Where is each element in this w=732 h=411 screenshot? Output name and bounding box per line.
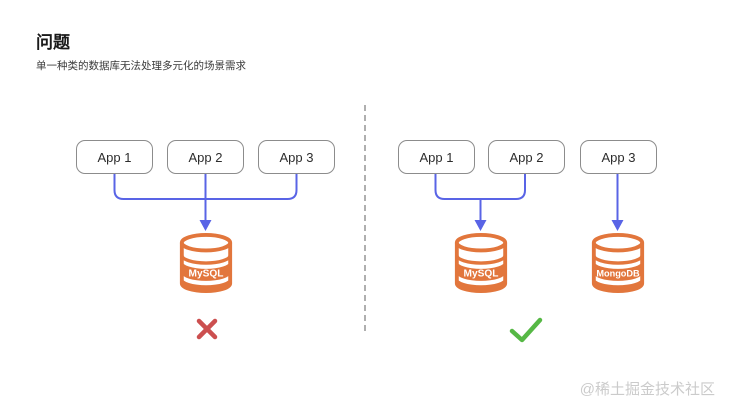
right-app-2-box: App 2 bbox=[488, 140, 565, 174]
watermark: @稀土掘金技术社区 bbox=[579, 381, 715, 398]
left-app-3-box: App 3 bbox=[258, 140, 335, 174]
db-cylinder-bottom bbox=[456, 277, 506, 292]
db-label: MySQL bbox=[189, 269, 224, 280]
right-connector-app1 bbox=[434, 174, 481, 200]
left-app-1-box: App 1 bbox=[76, 140, 153, 174]
db-cylinder-top bbox=[179, 233, 233, 253]
right-mysql-database-icon: MySQL bbox=[454, 233, 508, 293]
db-label: MySQL bbox=[464, 269, 499, 280]
cross-icon bbox=[196, 318, 218, 340]
db-label: MongoDB bbox=[596, 269, 640, 279]
db-label-band bbox=[593, 261, 643, 281]
db-cylinder-ring bbox=[592, 254, 644, 265]
left-connector-app1 bbox=[113, 174, 206, 200]
left-connector-app3 bbox=[205, 174, 298, 200]
db-cylinder-top bbox=[591, 233, 645, 253]
right-connector-app2 bbox=[480, 174, 526, 200]
right-arrowhead-mysql-icon bbox=[474, 220, 487, 231]
right-mongodb-database-icon: MongoDB bbox=[591, 233, 645, 293]
db-cylinder-top bbox=[454, 233, 508, 253]
left-arrowhead-icon bbox=[199, 220, 212, 231]
panel-divider bbox=[364, 105, 366, 331]
check-icon bbox=[509, 317, 543, 343]
right-app-1-box: App 1 bbox=[398, 140, 475, 174]
left-mysql-database-icon: MySQL bbox=[179, 233, 233, 293]
db-cylinder-bottom bbox=[593, 277, 643, 292]
db-label-band bbox=[181, 261, 231, 281]
db-cylinder-ring bbox=[180, 254, 232, 265]
right-arrowhead-mongodb-icon bbox=[611, 220, 624, 231]
right-app-3-box: App 3 bbox=[580, 140, 657, 174]
left-app-2-box: App 2 bbox=[167, 140, 244, 174]
page-title: 问题 bbox=[36, 33, 70, 52]
page-subtitle: 单一种类的数据库无法处理多元化的场景需求 bbox=[36, 60, 246, 72]
db-cylinder-ring bbox=[455, 254, 507, 265]
db-cylinder-bottom bbox=[181, 277, 231, 292]
db-label-band bbox=[456, 261, 506, 281]
